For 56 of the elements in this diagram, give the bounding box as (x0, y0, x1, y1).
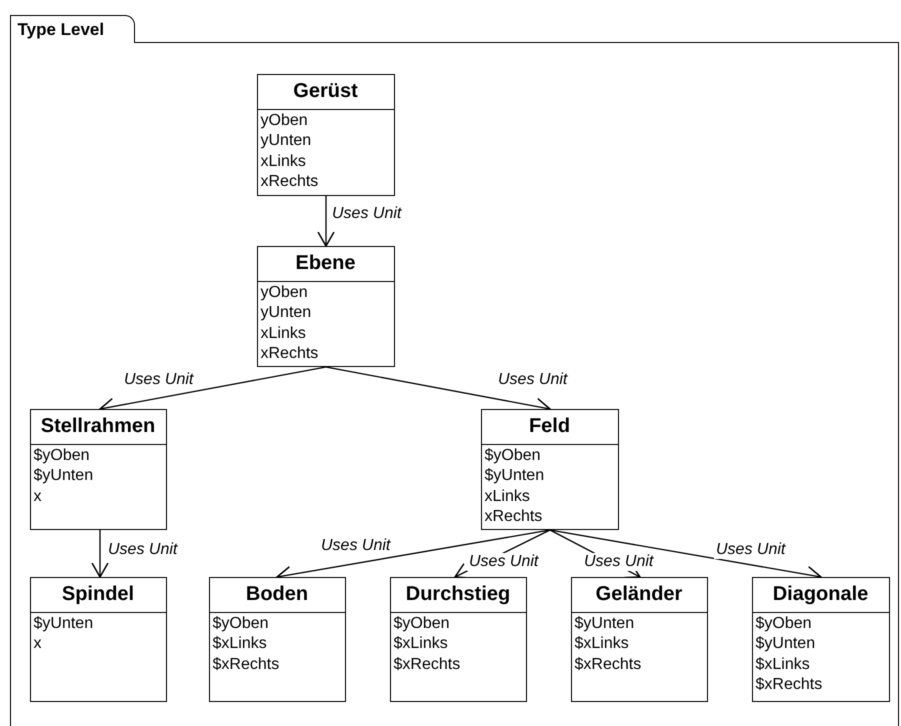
class-box (256, 246, 394, 366)
attribute: $xRechts (212, 654, 280, 674)
edge-label: Uses Unit (714, 541, 788, 559)
class-name: Boden (210, 578, 344, 612)
attribute: yOben (260, 110, 309, 130)
edge-label: Uses Unit (582, 553, 656, 571)
class-box (208, 576, 346, 702)
attribute: $yUnten (484, 466, 546, 486)
attribute: $xLinks (212, 634, 268, 654)
attribute: x (32, 486, 42, 506)
attribute: yUnten (260, 131, 312, 151)
attribute: $xRechts (754, 675, 824, 695)
attribute: $yUnten (32, 614, 94, 634)
class-box (570, 576, 708, 702)
class-name: Stellrahmen (30, 410, 166, 444)
class-box (256, 74, 394, 196)
attribute: yOben (260, 282, 309, 302)
class-name: Ebene (258, 246, 394, 282)
arrow (91, 530, 109, 578)
attribute: $yOben (212, 614, 270, 634)
attribute: $xLinks (754, 654, 811, 674)
class-name: Gerüst (258, 74, 394, 110)
arrow (454, 529, 550, 579)
class-name: Durchstieg (390, 578, 526, 612)
class-name: Feld (482, 410, 618, 444)
attribute: xRechts (484, 507, 544, 527)
class-box (30, 576, 166, 702)
class-name: Diagonale (752, 578, 888, 612)
attribute: xLinks (484, 486, 531, 506)
attribute: $yUnten (574, 614, 636, 634)
attribute: $yOben (392, 614, 451, 634)
attribute: $yOben (32, 446, 91, 466)
attribute: $yUnten (754, 634, 816, 654)
attribute: yUnten (260, 303, 312, 323)
arrow (317, 196, 335, 247)
class-box (390, 576, 526, 702)
edge-label: Uses Unit (467, 553, 540, 571)
arrow (550, 529, 641, 578)
class-name: Geländer (572, 578, 706, 612)
attribute: $xLinks (574, 634, 630, 654)
attribute: $yOben (484, 446, 542, 466)
attribute: xRechts (260, 172, 320, 192)
attribute: xLinks (260, 152, 307, 172)
class-box (480, 408, 618, 530)
frame-title: Type Level (10, 15, 134, 43)
attribute: $xRechts (574, 654, 642, 674)
attribute: $yUnten (32, 466, 94, 486)
attribute: $yOben (754, 614, 813, 634)
attribute: $xRechts (392, 654, 462, 674)
attribute: xRechts (260, 344, 320, 364)
attribute: x (32, 634, 42, 654)
class-box (752, 576, 890, 702)
attribute: $xLinks (392, 634, 449, 654)
class-name: Spindel (30, 578, 166, 612)
attribute: xLinks (260, 324, 307, 344)
class-box (30, 408, 166, 530)
